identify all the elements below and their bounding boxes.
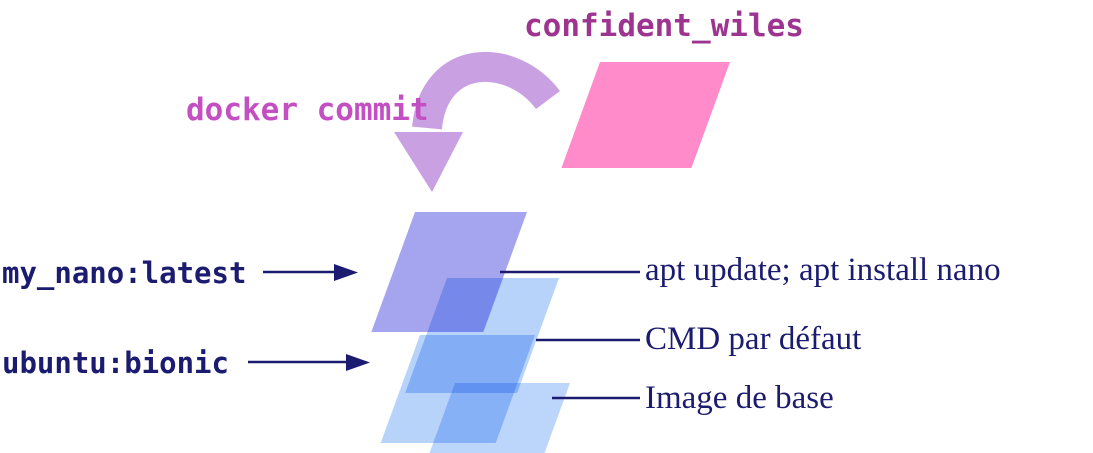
container-parallelogram [561, 62, 730, 168]
layer-desc-apt-label: apt update; apt install nano [645, 252, 1001, 288]
arrow-my-nano-icon [263, 264, 358, 281]
layer-desc-base-label: Image de base [645, 380, 834, 416]
tag-my-nano-label: my_nano:latest [2, 256, 247, 290]
container-name-label: confident_wiles [524, 8, 804, 44]
docker-commit-label: docker commit [186, 92, 429, 128]
commit-curved-arrow-icon [394, 52, 560, 192]
layer-base-image-2 [429, 383, 570, 453]
tag-ubuntu-label: ubuntu:bionic [2, 346, 229, 380]
arrow-ubuntu-icon [248, 354, 370, 371]
layer-desc-cmd-label: CMD par défaut [645, 321, 862, 357]
